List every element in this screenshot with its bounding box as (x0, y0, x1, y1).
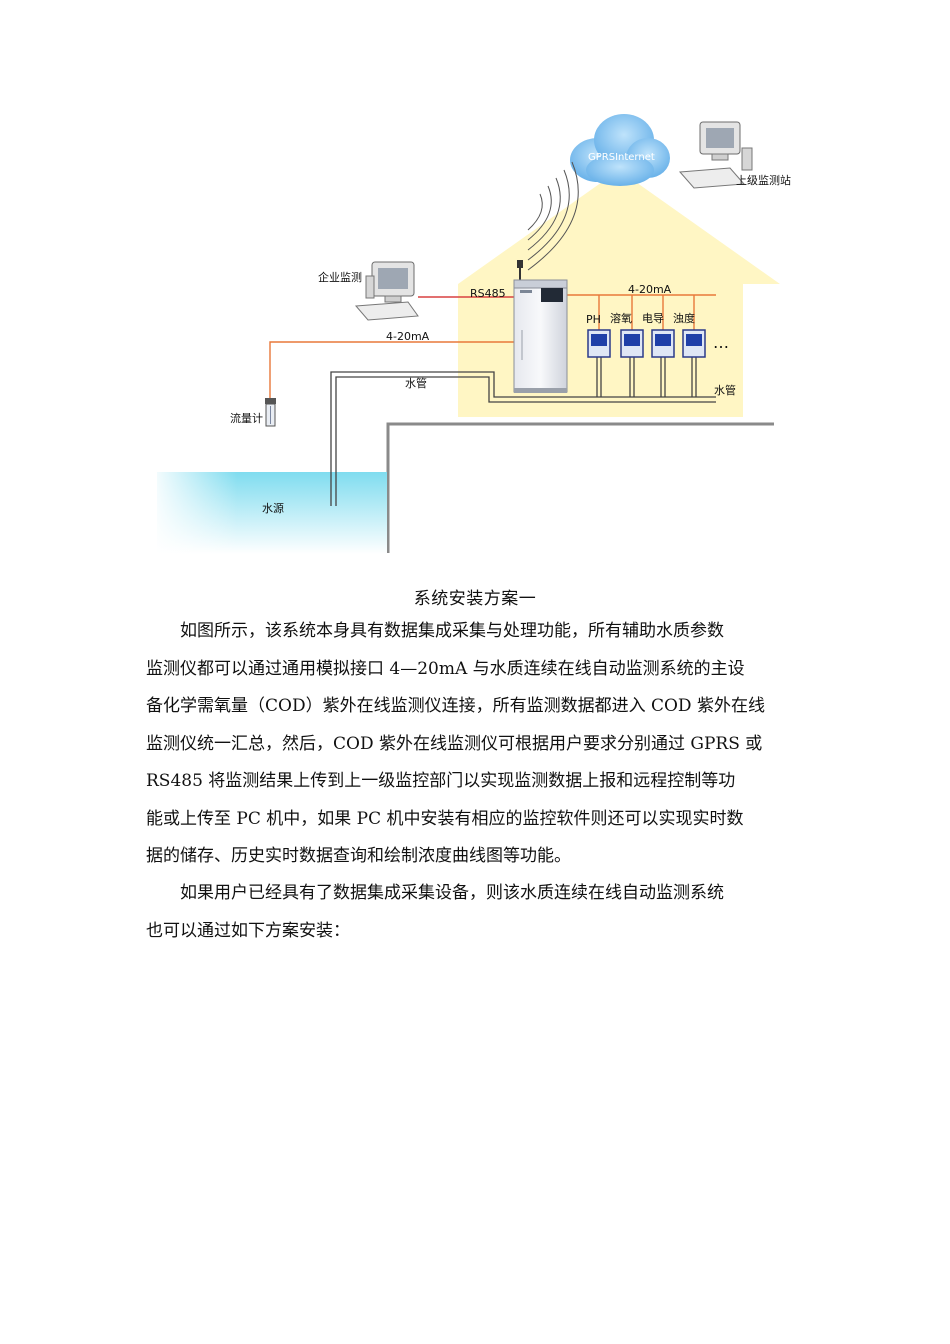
paragraph-2-line: 如果用户已经具有了数据集成采集设备，则该水质连续在线自动监测系统 (180, 883, 724, 903)
gprs-cloud-icon (570, 114, 670, 186)
water-source (157, 472, 387, 554)
upper-station-label: 上级监测站 (736, 173, 791, 187)
sensor-label-cond: 电导 (642, 312, 664, 325)
flowmeter-label: 流量计 (230, 411, 263, 425)
right-signal-label: 4-20mA (628, 283, 672, 296)
enterprise-label: 企业监测 (318, 270, 362, 284)
more-sensors-label: … (713, 333, 729, 352)
sensor-turbidity (682, 329, 706, 358)
upper-station-computer-icon (678, 121, 753, 189)
cloud-label: GPRSInternet (588, 152, 655, 163)
left-signal-label: 4-20mA (386, 330, 430, 343)
sensor-label-do: 溶氧 (610, 311, 632, 325)
cod-analyzer-cabinet (513, 260, 568, 393)
paragraph-1-line: 如图所示，该系统本身具有数据集成采集与处理功能，所有辅助水质参数 (180, 621, 724, 641)
paragraph-1: 如图所示，该系统本身具有数据集成采集与处理功能，所有辅助水质参数 监测仪都可以通… (146, 613, 806, 876)
paragraph-1-line: 监测仪都可以通过通用模拟接口 4—20mA 与水质连续在线自动监测系统的主设 (146, 658, 745, 679)
sensor-label-turb: 浊度 (673, 311, 695, 325)
paragraph-1-line: 据的储存、历史实时数据查询和绘制浓度曲线图等功能。 (146, 846, 571, 866)
paragraph-2-line: 也可以通过如下方案安装： (146, 920, 350, 941)
sensor-conductivity (651, 329, 675, 358)
sensor-dissolved-oxygen (620, 329, 644, 358)
water-source-label: 水源 (262, 501, 284, 515)
paragraph-1-line: 监测仪统一汇总，然后，COD 紫外在线监测仪可根据用户要求分别通过 GPRS 或 (146, 733, 763, 754)
ground-line (386, 422, 774, 553)
enterprise-computer-icon (354, 261, 419, 321)
pipe-label-left: 水管 (405, 376, 427, 390)
signal-lines (269, 294, 716, 399)
paragraph-2: 如果用户已经具有了数据集成采集设备，则该水质连续在线自动监测系统 也可以通过如下… (146, 875, 806, 950)
house-shape (458, 170, 780, 417)
figure-caption: 系统安装方案一 (413, 589, 537, 609)
water-pipe (330, 357, 716, 506)
pipe-label-right: 水管 (714, 383, 736, 397)
rs485-label: RS485 (470, 287, 506, 300)
wireless-signal-icon (527, 161, 579, 271)
flowmeter-icon (265, 398, 276, 427)
sensor-label-ph: PH (586, 313, 601, 326)
sensor-ph (587, 329, 611, 358)
paragraph-1-line: 能或上传至 PC 机中，如果 PC 机中安装有相应的监控软件则还可以实现实时数 (146, 808, 744, 829)
paragraph-1-line: RS485 将监测结果上传到上一级监控部门以实现监测数据上报和远程控制等功 (146, 771, 736, 791)
system-installation-diagram: 水源 水管 水管 RS485 4-20mA 4-20mA GPRSInterne… (157, 114, 791, 554)
paragraph-1-line: 备化学需氧量（COD）紫外在线监测仪连接，所有监测数据都进入 COD 紫外在线 (146, 696, 765, 716)
